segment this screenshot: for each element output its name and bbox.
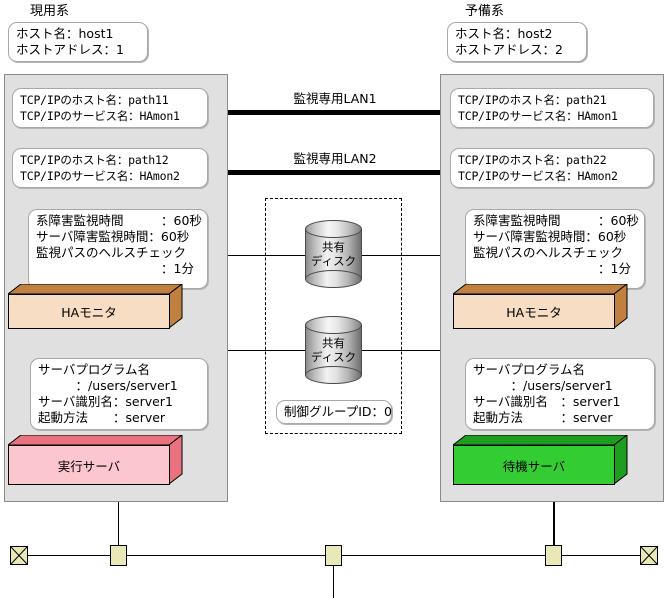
- left-path2-info-box: TCP/IPのホスト名：path12 TCP/IPのサービス名：HAmon2: [12, 148, 208, 188]
- center-bus-drop: [333, 565, 334, 598]
- right-path2-info-box: TCP/IPのホスト名：path22 TCP/IPのサービス名：HAmon2: [450, 148, 654, 188]
- lan2-bus: [228, 170, 440, 175]
- shared-disk-1-label: 共有 ディスク: [310, 240, 357, 268]
- left-disk2-connector: [228, 350, 310, 351]
- left-active-server-label: 実行サーバ: [8, 445, 170, 485]
- bus-terminator-right: [640, 546, 658, 565]
- lan2-label: 監視専用LAN2: [293, 151, 377, 166]
- shared-disk-2-top: [305, 316, 362, 334]
- right-monitor-time-box: 系障害監視時間 ：60秒 サーバ障害監視時間：60秒 監視パスのヘルスチェック …: [465, 209, 645, 289]
- bus-tap-center: [325, 545, 342, 566]
- right-host-info-box: ホスト名：host2 ホストアドレス：2: [447, 22, 587, 62]
- left-host-info-box: ホスト名：host1 ホストアドレス：1: [8, 22, 148, 62]
- left-system-title: 現用系: [30, 4, 70, 19]
- right-disk1-connector: [360, 255, 440, 256]
- left-server-info-box: サーバプログラム名 ：/users/server1 サーバ識別名：server1…: [30, 358, 208, 430]
- right-ha-monitor-label: HAモニタ: [453, 294, 615, 329]
- lan1-label: 監視専用LAN1: [293, 91, 377, 106]
- shared-disk-1-bottom: [305, 270, 362, 288]
- left-disk1-connector: [228, 255, 310, 256]
- right-ha-monitor-box: HAモニタ: [451, 282, 629, 330]
- shared-disk-1-top: [305, 220, 362, 238]
- right-system-title: 予備系: [465, 4, 505, 19]
- shared-disk-2: 共有 ディスク: [305, 316, 362, 384]
- right-standby-server-label: 待機サーバ: [453, 445, 615, 485]
- right-host-bus-drop: [553, 502, 555, 555]
- control-group-id-box: 制御グループID：0: [276, 400, 392, 424]
- bus-tap-right-host: [545, 545, 562, 566]
- right-server-info-box: サーバプログラム名 ：/users/server1 サーバ識別名 ：server…: [465, 358, 655, 430]
- bus-tap-left-host: [110, 545, 127, 566]
- shared-disk-enclosure: [265, 198, 402, 434]
- left-ha-monitor-box: HAモニタ: [6, 282, 184, 330]
- bus-terminator-left: [10, 546, 28, 565]
- left-monitor-time-box: 系障害監視時間 ：60秒 サーバ障害監視時間：60秒 監視パスのヘルスチェック …: [28, 209, 208, 289]
- right-path1-info-box: TCP/IPのホスト名：path21 TCP/IPのサービス名：HAmon1: [450, 88, 654, 128]
- shared-disk-2-bottom: [305, 366, 362, 384]
- lan1-bus: [228, 110, 440, 115]
- shared-disk-1: 共有 ディスク: [305, 220, 362, 288]
- left-ha-monitor-label: HAモニタ: [8, 294, 170, 329]
- shared-disk-2-label: 共有 ディスク: [310, 336, 357, 364]
- left-host-bus-drop: [118, 502, 119, 555]
- right-disk2-connector: [360, 350, 440, 351]
- left-active-server-box: 実行サーバ: [6, 433, 184, 486]
- left-path1-info-box: TCP/IPのホスト名：path11 TCP/IPのサービス名：HAmon1: [12, 88, 208, 128]
- right-standby-server-box: 待機サーバ: [451, 433, 629, 486]
